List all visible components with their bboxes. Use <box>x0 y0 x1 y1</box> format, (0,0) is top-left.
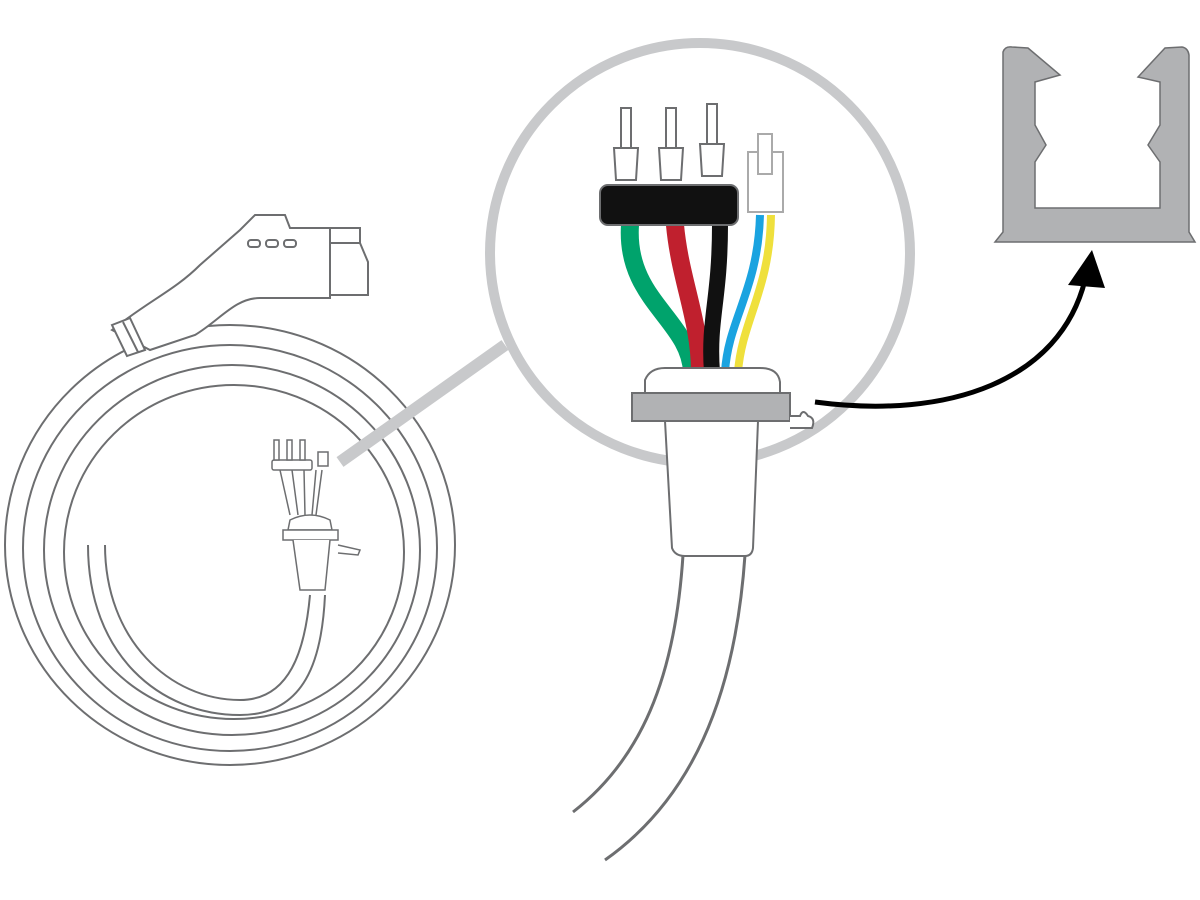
small-wire-bundle <box>271 439 362 591</box>
red-wire <box>666 224 709 373</box>
heat-shrink-band <box>599 184 739 226</box>
wires <box>620 214 775 373</box>
cable-tail <box>572 554 747 862</box>
channel-profile <box>993 46 1197 243</box>
yellow-wire <box>734 214 775 373</box>
black-wire <box>703 224 728 373</box>
callout-line <box>336 340 509 467</box>
coiled-charging-cable <box>4 324 456 766</box>
green-wire <box>620 224 701 373</box>
blue-wire <box>721 214 764 373</box>
arrow-to-profile <box>814 250 1105 409</box>
cable-grommet <box>631 367 815 557</box>
wire-ferrules <box>612 103 784 213</box>
charging-connector-handle <box>110 214 369 358</box>
